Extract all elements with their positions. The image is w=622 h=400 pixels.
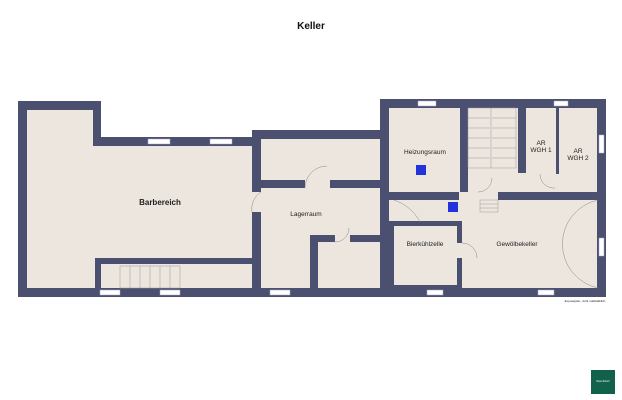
footnote: Exposéplan, nicht maßstäblich (565, 299, 606, 303)
room-heizungsraum: Heizungsraum (404, 149, 446, 156)
room-barbereich: Barbereich (139, 198, 181, 207)
boiler-icon (416, 165, 426, 175)
room-ar-wgh1-line1: AR (536, 140, 545, 147)
room-ar-wgh2-line1: AR (573, 148, 582, 155)
room-lagerraum: Lagerraum (290, 211, 321, 218)
walls (18, 99, 606, 297)
room-bierkuehlzelle: Bierkühlzelle (407, 241, 444, 248)
door-swings (251, 165, 599, 289)
floor-area (22, 103, 602, 293)
floor-title: Keller (297, 21, 325, 32)
room-ar-wgh2-line2: WGH 2 (567, 155, 589, 162)
logo-text: Raumfrisch (596, 380, 610, 383)
tank-icon (448, 202, 458, 212)
windows (99, 100, 605, 296)
stairs (119, 107, 517, 289)
brand-logo: Raumfrisch (591, 370, 615, 394)
room-ar-wgh1-line2: WGH 1 (530, 147, 552, 154)
room-gewoelbekeller: Gewölbekeller (496, 241, 538, 248)
